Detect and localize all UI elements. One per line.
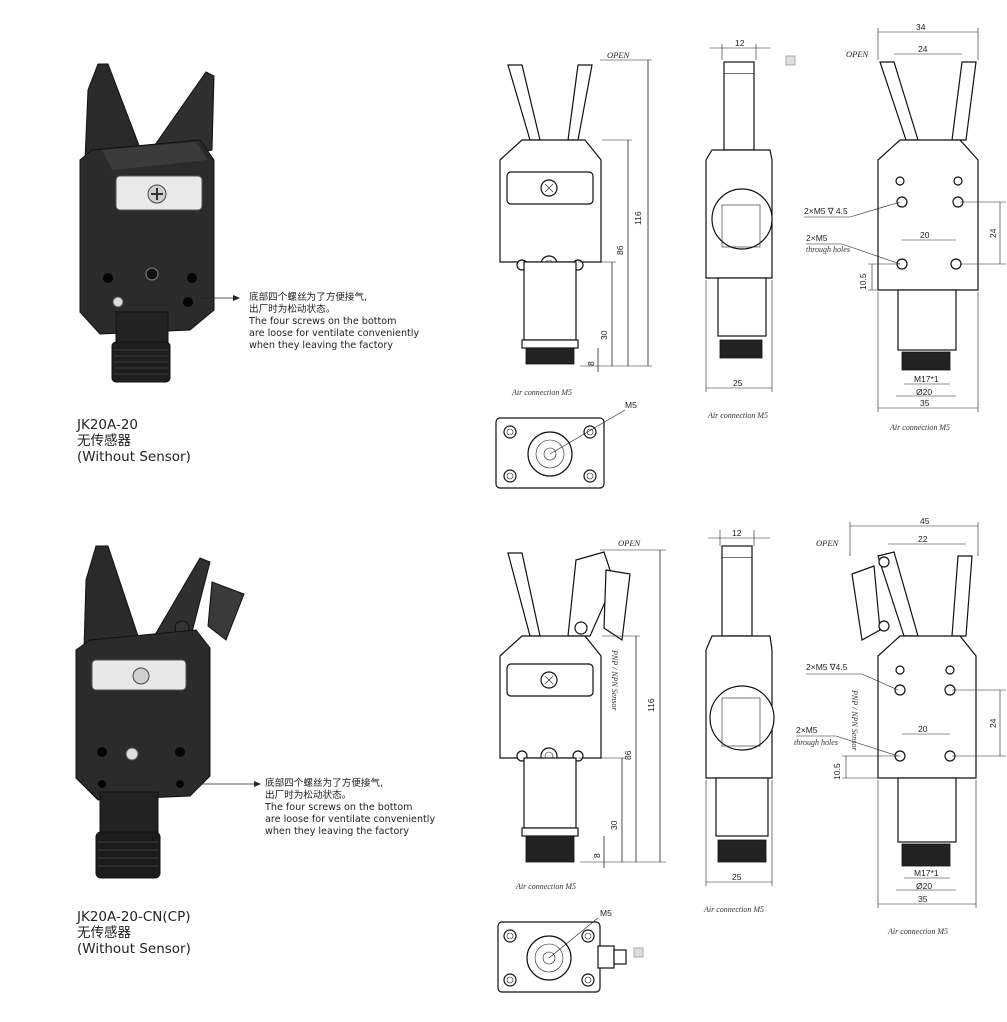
- bottom-view-top: M5: [495, 400, 637, 489]
- dim-116: 116: [633, 211, 643, 225]
- note-en-1: The four screws on the bottom: [249, 316, 397, 327]
- dim-8: 8: [586, 361, 596, 366]
- dim-35: 35: [920, 398, 930, 408]
- note-en-2: are loose for ventilate conveniently: [249, 328, 420, 339]
- air-connection-right: Air connection M5: [887, 927, 948, 936]
- dim-24-height: 24: [988, 228, 998, 238]
- dim-10-5: 10.5: [832, 763, 842, 780]
- dim-116: 116: [646, 698, 656, 712]
- note-cn-2: 出厂时为松动状态。: [265, 790, 352, 801]
- product-title-bottom: JK20A-20-CN(CP) 无传感器 (Without Sensor): [77, 909, 191, 957]
- open-label: OPEN: [618, 538, 642, 548]
- dim-30: 30: [599, 330, 609, 340]
- m5-bottom-label: M5: [600, 908, 612, 918]
- front-view-top: 116 86 30 8 OPEN Air connection M5: [499, 50, 652, 397]
- right-view-bottom: PNP / NPN Sensor 45 22 OPEN 24 20 10.5 2…: [794, 516, 1006, 936]
- drawing-top: 116 86 30 8 OPEN Air connection M5 M5 12…: [495, 22, 1006, 489]
- side-view-top: 12 25 Air connection M5: [705, 38, 796, 420]
- note-cn-1: 底部四个螺丝为了方便接气,: [249, 292, 368, 303]
- note-en-2: are loose for ventilate conveniently: [265, 814, 436, 825]
- m5-label: 2×M5: [796, 725, 818, 735]
- air-connection-front: Air connection M5: [515, 882, 576, 891]
- open-side-label: OPEN: [816, 538, 840, 548]
- sensor-cn: 无传感器: [77, 433, 131, 449]
- dim-m17: M17*1: [914, 868, 939, 878]
- dim-35: 35: [918, 894, 928, 904]
- dim-86: 86: [615, 245, 625, 255]
- sensor-cn: 无传感器: [77, 925, 131, 941]
- note-cn-2: 出厂时为松动状态。: [249, 304, 336, 315]
- dim-22: 22: [918, 534, 928, 544]
- m5-label: 2×M5: [806, 233, 828, 243]
- dim-30: 30: [609, 820, 619, 830]
- through-holes-label: through holes: [806, 245, 850, 254]
- dim-d20: Ø20: [916, 881, 932, 891]
- dim-d20: Ø20: [916, 387, 932, 397]
- air-connection-side: Air connection M5: [707, 411, 768, 420]
- dim-8: 8: [592, 853, 602, 858]
- hole-label: 2×M5 ∇4.5: [806, 662, 848, 672]
- note-bottom: 底部四个螺丝为了方便接气, 出厂时为松动状态。 The four screws …: [265, 778, 435, 838]
- through-holes-label: through holes: [794, 738, 838, 747]
- note-arrow-top: [200, 295, 240, 301]
- product-photo-top: [79, 63, 215, 383]
- product-photo-bottom: [75, 545, 245, 879]
- product-title-top: JK20A-20 无传感器 (Without Sensor): [77, 417, 191, 465]
- dim-12: 12: [732, 528, 742, 538]
- air-connection-right: Air connection M5: [889, 423, 950, 432]
- right-view-top: 34 24 OPEN 24 20 10.5 2×M5 ∇ 4.5 2×M5 th…: [804, 22, 1006, 432]
- note-cn-1: 底部四个螺丝为了方便接气,: [265, 778, 384, 789]
- air-connection-side: Air connection M5: [703, 905, 764, 914]
- model-name: JK20A-20: [77, 417, 139, 433]
- dim-m17: M17*1: [914, 374, 939, 384]
- dim-20: 20: [920, 230, 930, 240]
- note-top: 底部四个螺丝为了方便接气, 出厂时为松动状态。 The four screws …: [249, 292, 419, 352]
- side-view-bottom: 12 25 Air connection M5: [703, 528, 775, 914]
- dim-12: 12: [735, 38, 745, 48]
- front-view-bottom: PNP / NPN Sensor 116 86 30 8 OPEN Air co…: [499, 538, 666, 891]
- sensor-en: (Without Sensor): [77, 449, 191, 465]
- dim-25: 25: [733, 378, 743, 388]
- sensor-en: (Without Sensor): [77, 941, 191, 957]
- sensor-label: PNP / NPN Sensor: [610, 649, 619, 711]
- dim-10-5: 10.5: [858, 273, 868, 290]
- open-side-label: OPEN: [846, 49, 870, 59]
- dim-25: 25: [732, 872, 742, 882]
- note-en-3: when they leaving the factory: [249, 340, 394, 351]
- hole-label: 2×M5 ∇ 4.5: [804, 206, 848, 216]
- dim-86: 86: [623, 750, 633, 760]
- dim-45: 45: [920, 516, 930, 526]
- open-label: OPEN: [607, 50, 631, 60]
- dim-24-height: 24: [988, 718, 998, 728]
- dim-24-width: 24: [918, 44, 928, 54]
- air-connection-front: Air connection M5: [511, 388, 572, 397]
- dim-20: 20: [918, 724, 928, 734]
- note-en-3: when they leaving the factory: [265, 826, 410, 837]
- model-name: JK20A-20-CN(CP): [77, 909, 191, 925]
- dim-34: 34: [916, 22, 926, 32]
- m5-bottom-label: M5: [625, 400, 637, 410]
- bottom-view-bottom: M5: [497, 908, 644, 993]
- note-en-1: The four screws on the bottom: [265, 802, 413, 813]
- note-arrow-bottom: [200, 781, 261, 787]
- sensor-label-side: PNP / NPN Sensor: [850, 689, 859, 751]
